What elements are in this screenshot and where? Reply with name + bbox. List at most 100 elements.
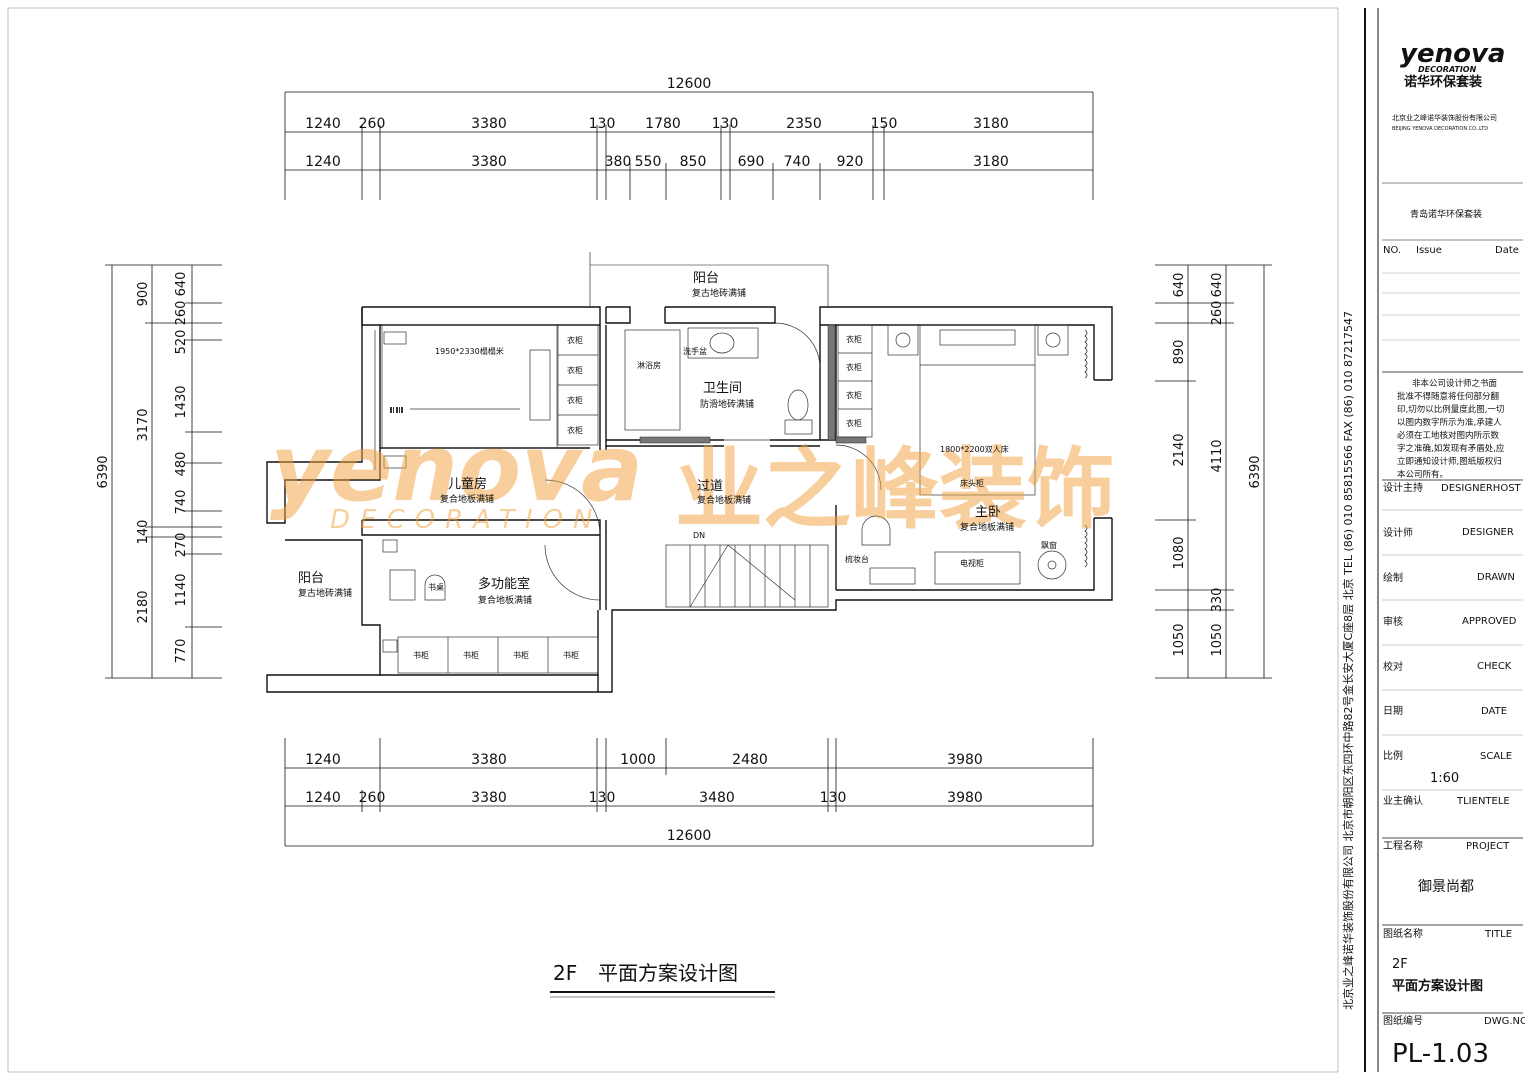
dim-label: 520 [174, 330, 189, 355]
tb-project-cn: 工程名称 [1383, 839, 1423, 852]
tb-row-cn: 设计主持 [1383, 481, 1423, 494]
watermark-sub: DECORATION [330, 505, 603, 535]
dim-label: 4110 [1210, 439, 1225, 472]
tb-row-cn: 绘制 [1383, 571, 1403, 584]
dim-label: 130 [589, 790, 616, 806]
tb-notice: 非本公司设计师之书面 批准不得随意将任何部分翻 印,切勿以比例量度此图,一切 以… [1397, 378, 1505, 480]
label-bedside: 床头柜 [960, 478, 984, 488]
dim-label: 2180 [136, 590, 151, 623]
tb-city-company: 青岛诺华环保套装 [1410, 208, 1482, 220]
dim-label: 1140 [174, 573, 189, 606]
tb-client-cn: 业主确认 [1383, 794, 1423, 807]
balcony-top-wall [605, 306, 631, 324]
dim-label: 270 [174, 533, 189, 558]
label-desk: 书桌 [428, 582, 444, 592]
tb-title-value2: 平面方案设计图 [1392, 978, 1483, 994]
dim-label: 640 [1210, 273, 1225, 298]
dim-label: 890 [1172, 340, 1187, 365]
dim-label: 130 [589, 116, 616, 132]
outer-wall [361, 306, 601, 326]
furniture-labels: 衣柜 衣柜 衣柜 衣柜 衣柜 衣柜 衣柜 衣柜 书柜 书柜 书柜 书柜 淋浴房 … [413, 334, 1057, 660]
tb-dwg-en: DWG.NO [1484, 1016, 1525, 1027]
title-block: 北京业之峰诺华装饰股份有限公司 北京市朝阳区东四环中路82号金长安大厦C座8层 … [1341, 39, 1525, 1069]
doors [544, 322, 882, 601]
dim-label: 260 [1210, 301, 1225, 326]
tb-issue: Issue [1416, 245, 1442, 256]
tb-company-line-en: BEIJING YENOVA DECORATION CO.,LTD [1392, 126, 1488, 132]
label-wardrobe: 衣柜 [846, 334, 862, 344]
dim-label: 3170 [136, 408, 151, 441]
dim-top-row2: 1240 3380 380 550 850 690 740 920 3180 [305, 154, 1009, 170]
dim-label: 130 [712, 116, 739, 132]
label-wardrobe: 衣柜 [846, 390, 862, 400]
tb-logo-sub: DECORATION [1418, 65, 1477, 74]
dim-label: 3380 [471, 116, 507, 132]
dim-label: 3380 [471, 752, 507, 768]
tb-date: Date [1495, 245, 1519, 256]
room-balcony-left: 阳台 [298, 571, 324, 586]
tb-scale-value: 1:60 [1430, 771, 1459, 786]
tb-rows: 设计主持 DESIGNERHOST 设计师 DESIGNER 绘制 DRAWN … [1382, 481, 1523, 762]
room-master: 主卧 [975, 505, 1001, 520]
label-wardrobe: 衣柜 [846, 362, 862, 372]
tb-title-en: TITLE [1484, 929, 1512, 940]
room-balcony-top: 阳台 [693, 271, 719, 286]
room-master-floor: 复合地板满铺 [960, 521, 1014, 533]
dim-label: 1240 [305, 116, 341, 132]
dim-label: 2140 [1172, 433, 1187, 466]
dim-label: 480 [174, 452, 189, 477]
tb-row-cn: 校对 [1383, 660, 1403, 673]
room-multi: 多功能室 [478, 576, 530, 592]
dim-label: 380 [605, 154, 632, 170]
outer-wall-right2 [836, 518, 1095, 591]
dim-bottom-row2: 1240 260 3380 130 3480 130 3980 [305, 790, 983, 806]
right-dimensions [1155, 264, 1272, 679]
dim-label: 260 [174, 301, 189, 326]
tb-notice-line: 本公司所有。 [1397, 469, 1448, 480]
drawing-title-level: 2F [553, 961, 577, 985]
tb-vertical-contact: 北京业之峰诺华装饰股份有限公司 北京市朝阳区东四环中路82号金长安大厦C座8层 … [1341, 311, 1355, 1010]
dim-label: 130 [820, 790, 847, 806]
dim-label: 1240 [305, 790, 341, 806]
dim-label: 1050 [1172, 623, 1187, 656]
dim-label: 740 [784, 154, 811, 170]
dim-label: 770 [174, 639, 189, 664]
dim-label: 3480 [699, 790, 735, 806]
staircase [665, 544, 829, 608]
tb-row-cn: 审核 [1383, 615, 1403, 628]
tb-row-en: DESIGNER [1462, 527, 1514, 538]
room-master-bed: 1800*2200双人床 [940, 444, 1009, 454]
label-wardrobe: 衣柜 [567, 365, 583, 375]
room-balcony-left-floor: 复古地砖满铺 [298, 587, 352, 599]
label-bay: 飘窗 [1041, 540, 1057, 550]
dim-label: 550 [635, 154, 662, 170]
dim-left-total: 6390 [96, 455, 111, 488]
dim-label: 1050 [1210, 623, 1225, 656]
tb-notice-line: 以图内数字所示为准,承建人 [1397, 417, 1502, 428]
label-tv-cabinet: 电视柜 [960, 558, 984, 568]
dim-label: 850 [680, 154, 707, 170]
tb-notice-line: 必须在工地核对图内所示数 [1397, 430, 1500, 441]
label-bookcase: 书柜 [413, 650, 429, 660]
tb-row-cn: 比例 [1383, 749, 1403, 762]
label-basin: 洗手盆 [683, 346, 707, 356]
dim-label: 920 [837, 154, 864, 170]
tb-dwg-value: PL-1.03 [1392, 1039, 1489, 1069]
dim-label: 900 [136, 282, 151, 307]
top-dimensions [284, 91, 1094, 200]
dim-label: 1240 [305, 752, 341, 768]
balcony-top-wall2 [664, 306, 776, 324]
tb-row-en: DESIGNERHOST [1441, 483, 1522, 494]
dim-label: 2480 [732, 752, 768, 768]
tb-notice-line: 立即通知设计师,图纸版权归 [1397, 456, 1502, 467]
dim-label: 1430 [174, 385, 189, 418]
room-bathroom: 卫生间 [703, 381, 742, 396]
label-bookcase: 书柜 [463, 650, 479, 660]
label-bookcase: 书柜 [563, 650, 579, 660]
outer-wall-left-upper [266, 307, 381, 524]
tb-row-en: DRAWN [1477, 572, 1515, 583]
label-shower: 淋浴房 [637, 360, 661, 370]
dim-label: 3980 [947, 790, 983, 806]
bottom-dimensions [284, 738, 1094, 847]
